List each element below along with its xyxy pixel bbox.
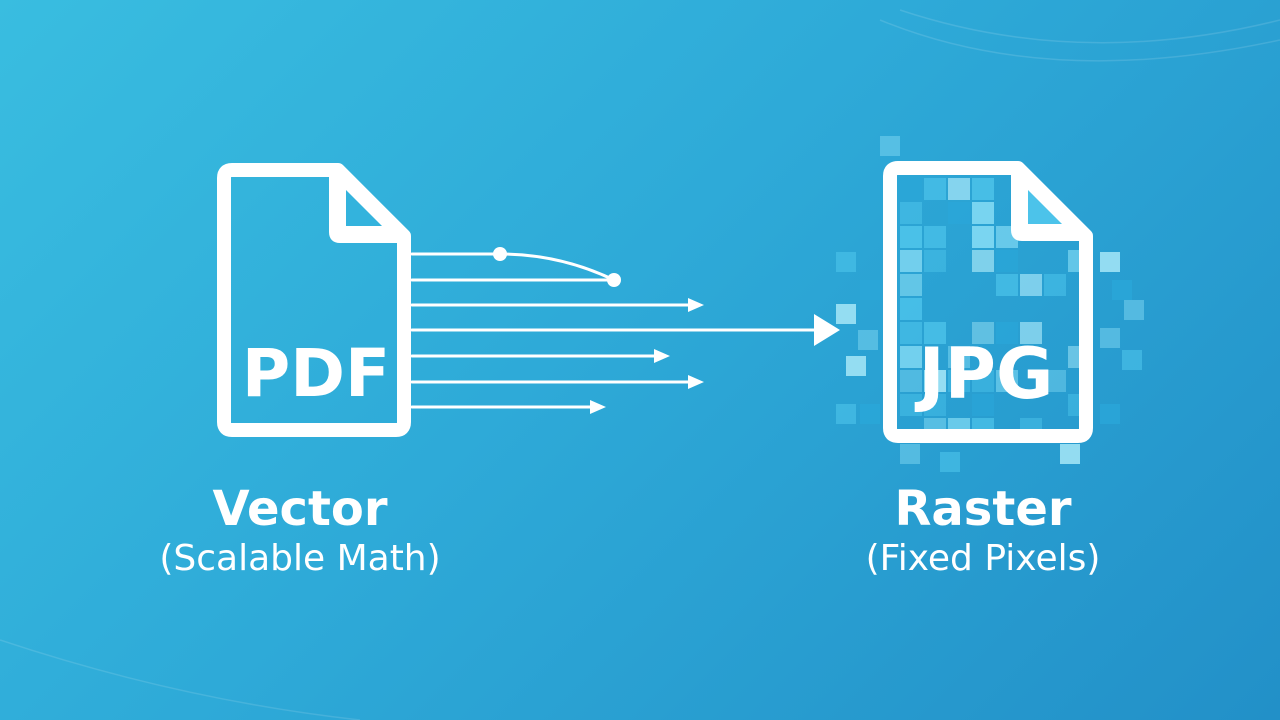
bezier-curve	[498, 252, 616, 282]
vector-subtitle: (Scalable Math)	[159, 538, 441, 579]
pixel-block	[1112, 280, 1132, 300]
jpg-document-icon: JPG	[883, 161, 1093, 443]
pixel-block	[860, 404, 880, 424]
pixel-block	[996, 250, 1018, 272]
vector-title: Vector	[212, 481, 388, 537]
arrowhead	[654, 349, 670, 363]
pixel-block	[972, 370, 994, 392]
pixel-block	[948, 178, 970, 200]
raster-subtitle: (Fixed Pixels)	[865, 538, 1101, 579]
pixel-block	[948, 346, 970, 368]
raster-title: Raster	[894, 481, 1072, 537]
pixel-block	[924, 370, 946, 392]
pixel-block	[1122, 350, 1142, 370]
pixel-block	[900, 444, 920, 464]
pixel-block	[1100, 252, 1120, 272]
pixel-block	[924, 250, 946, 272]
pixel-block	[1100, 404, 1120, 424]
anchor-point	[493, 247, 507, 261]
jpg-label: JPG	[915, 333, 1054, 415]
pixel-block	[900, 346, 922, 368]
pixel-block	[836, 252, 856, 272]
anchor-point	[607, 273, 621, 287]
pixel-block	[836, 404, 856, 424]
pixel-block	[858, 330, 878, 350]
pixel-block	[900, 370, 922, 392]
pixel-block	[1020, 274, 1042, 296]
arrowheads	[493, 247, 840, 414]
pixel-block	[846, 356, 866, 376]
pixel-block	[1044, 370, 1066, 392]
pixel-block	[924, 226, 946, 248]
pixel-block	[900, 250, 922, 272]
pixel-block	[836, 304, 856, 324]
pixel-block	[880, 136, 900, 156]
pixel-block	[1100, 328, 1120, 348]
pixel-block	[924, 178, 946, 200]
pixel-block	[972, 226, 994, 248]
pixel-block	[900, 274, 922, 296]
pixel-block	[948, 370, 970, 392]
pixel-block	[1020, 322, 1042, 344]
pixel-block	[948, 202, 970, 224]
pixel-block	[996, 370, 1018, 392]
main-arrowhead	[814, 314, 840, 346]
pixel-block	[900, 202, 922, 224]
vector-paths	[410, 252, 822, 409]
pixel-block	[940, 452, 960, 472]
pdf-label: PDF	[242, 335, 390, 412]
pixel-block	[996, 322, 1018, 344]
pixel-grid	[836, 136, 1144, 472]
arrowhead	[688, 298, 704, 312]
pixel-block	[1060, 444, 1080, 464]
pixel-block	[900, 394, 922, 416]
pixel-block	[924, 322, 946, 344]
pixel-block	[900, 226, 922, 248]
pixel-block	[900, 322, 922, 344]
pixel-block	[972, 202, 994, 224]
pixel-block	[972, 178, 994, 200]
pixel-block	[860, 280, 880, 300]
pdf-document-icon: PDF	[217, 163, 411, 437]
pixel-block	[1124, 300, 1144, 320]
arrowhead	[688, 375, 704, 389]
pixel-block	[972, 322, 994, 344]
pixel-block	[972, 394, 994, 416]
pixel-block	[924, 394, 946, 416]
arrowhead	[590, 400, 606, 414]
pixel-block	[900, 298, 922, 320]
background-decoration	[0, 9, 1280, 720]
pixel-block	[996, 274, 1018, 296]
pixel-block	[972, 250, 994, 272]
pixel-block	[900, 178, 922, 200]
pixel-block	[1044, 274, 1066, 296]
